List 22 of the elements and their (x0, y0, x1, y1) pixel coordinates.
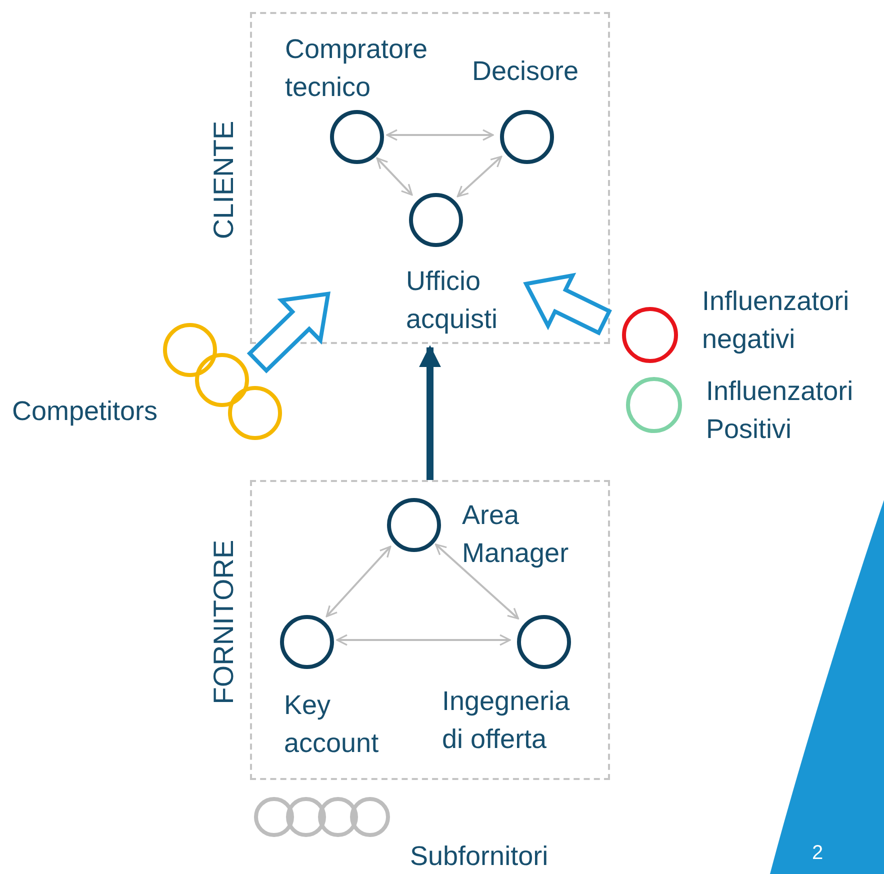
arrow (336, 634, 511, 646)
arrow (386, 129, 494, 141)
node-label: Ingegneria di offerta (442, 685, 571, 756)
node-label: Subfornitori (410, 840, 550, 873)
group-title: CLIENTE (207, 120, 240, 242)
group-title: FORNITORE (207, 538, 240, 706)
node-label: Area Manager (462, 499, 570, 570)
block-arrow (523, 272, 612, 336)
node-label: Key account (284, 689, 380, 760)
arrow (376, 157, 413, 196)
node-label: Influenzatori Positivi (706, 375, 854, 446)
node-label: Compratore tecnico (285, 33, 429, 104)
node-label: Ufficio acquisti (406, 265, 499, 336)
arrow (434, 544, 520, 620)
node-label: Competitors (12, 395, 159, 428)
arrow (456, 156, 502, 198)
node-label: Influenzatori negativi (702, 285, 850, 356)
node-label: Decisore (472, 55, 580, 88)
block-arrow (246, 292, 331, 374)
arrow (419, 345, 441, 480)
arrow (326, 546, 392, 618)
page-number: 2 (812, 842, 824, 865)
